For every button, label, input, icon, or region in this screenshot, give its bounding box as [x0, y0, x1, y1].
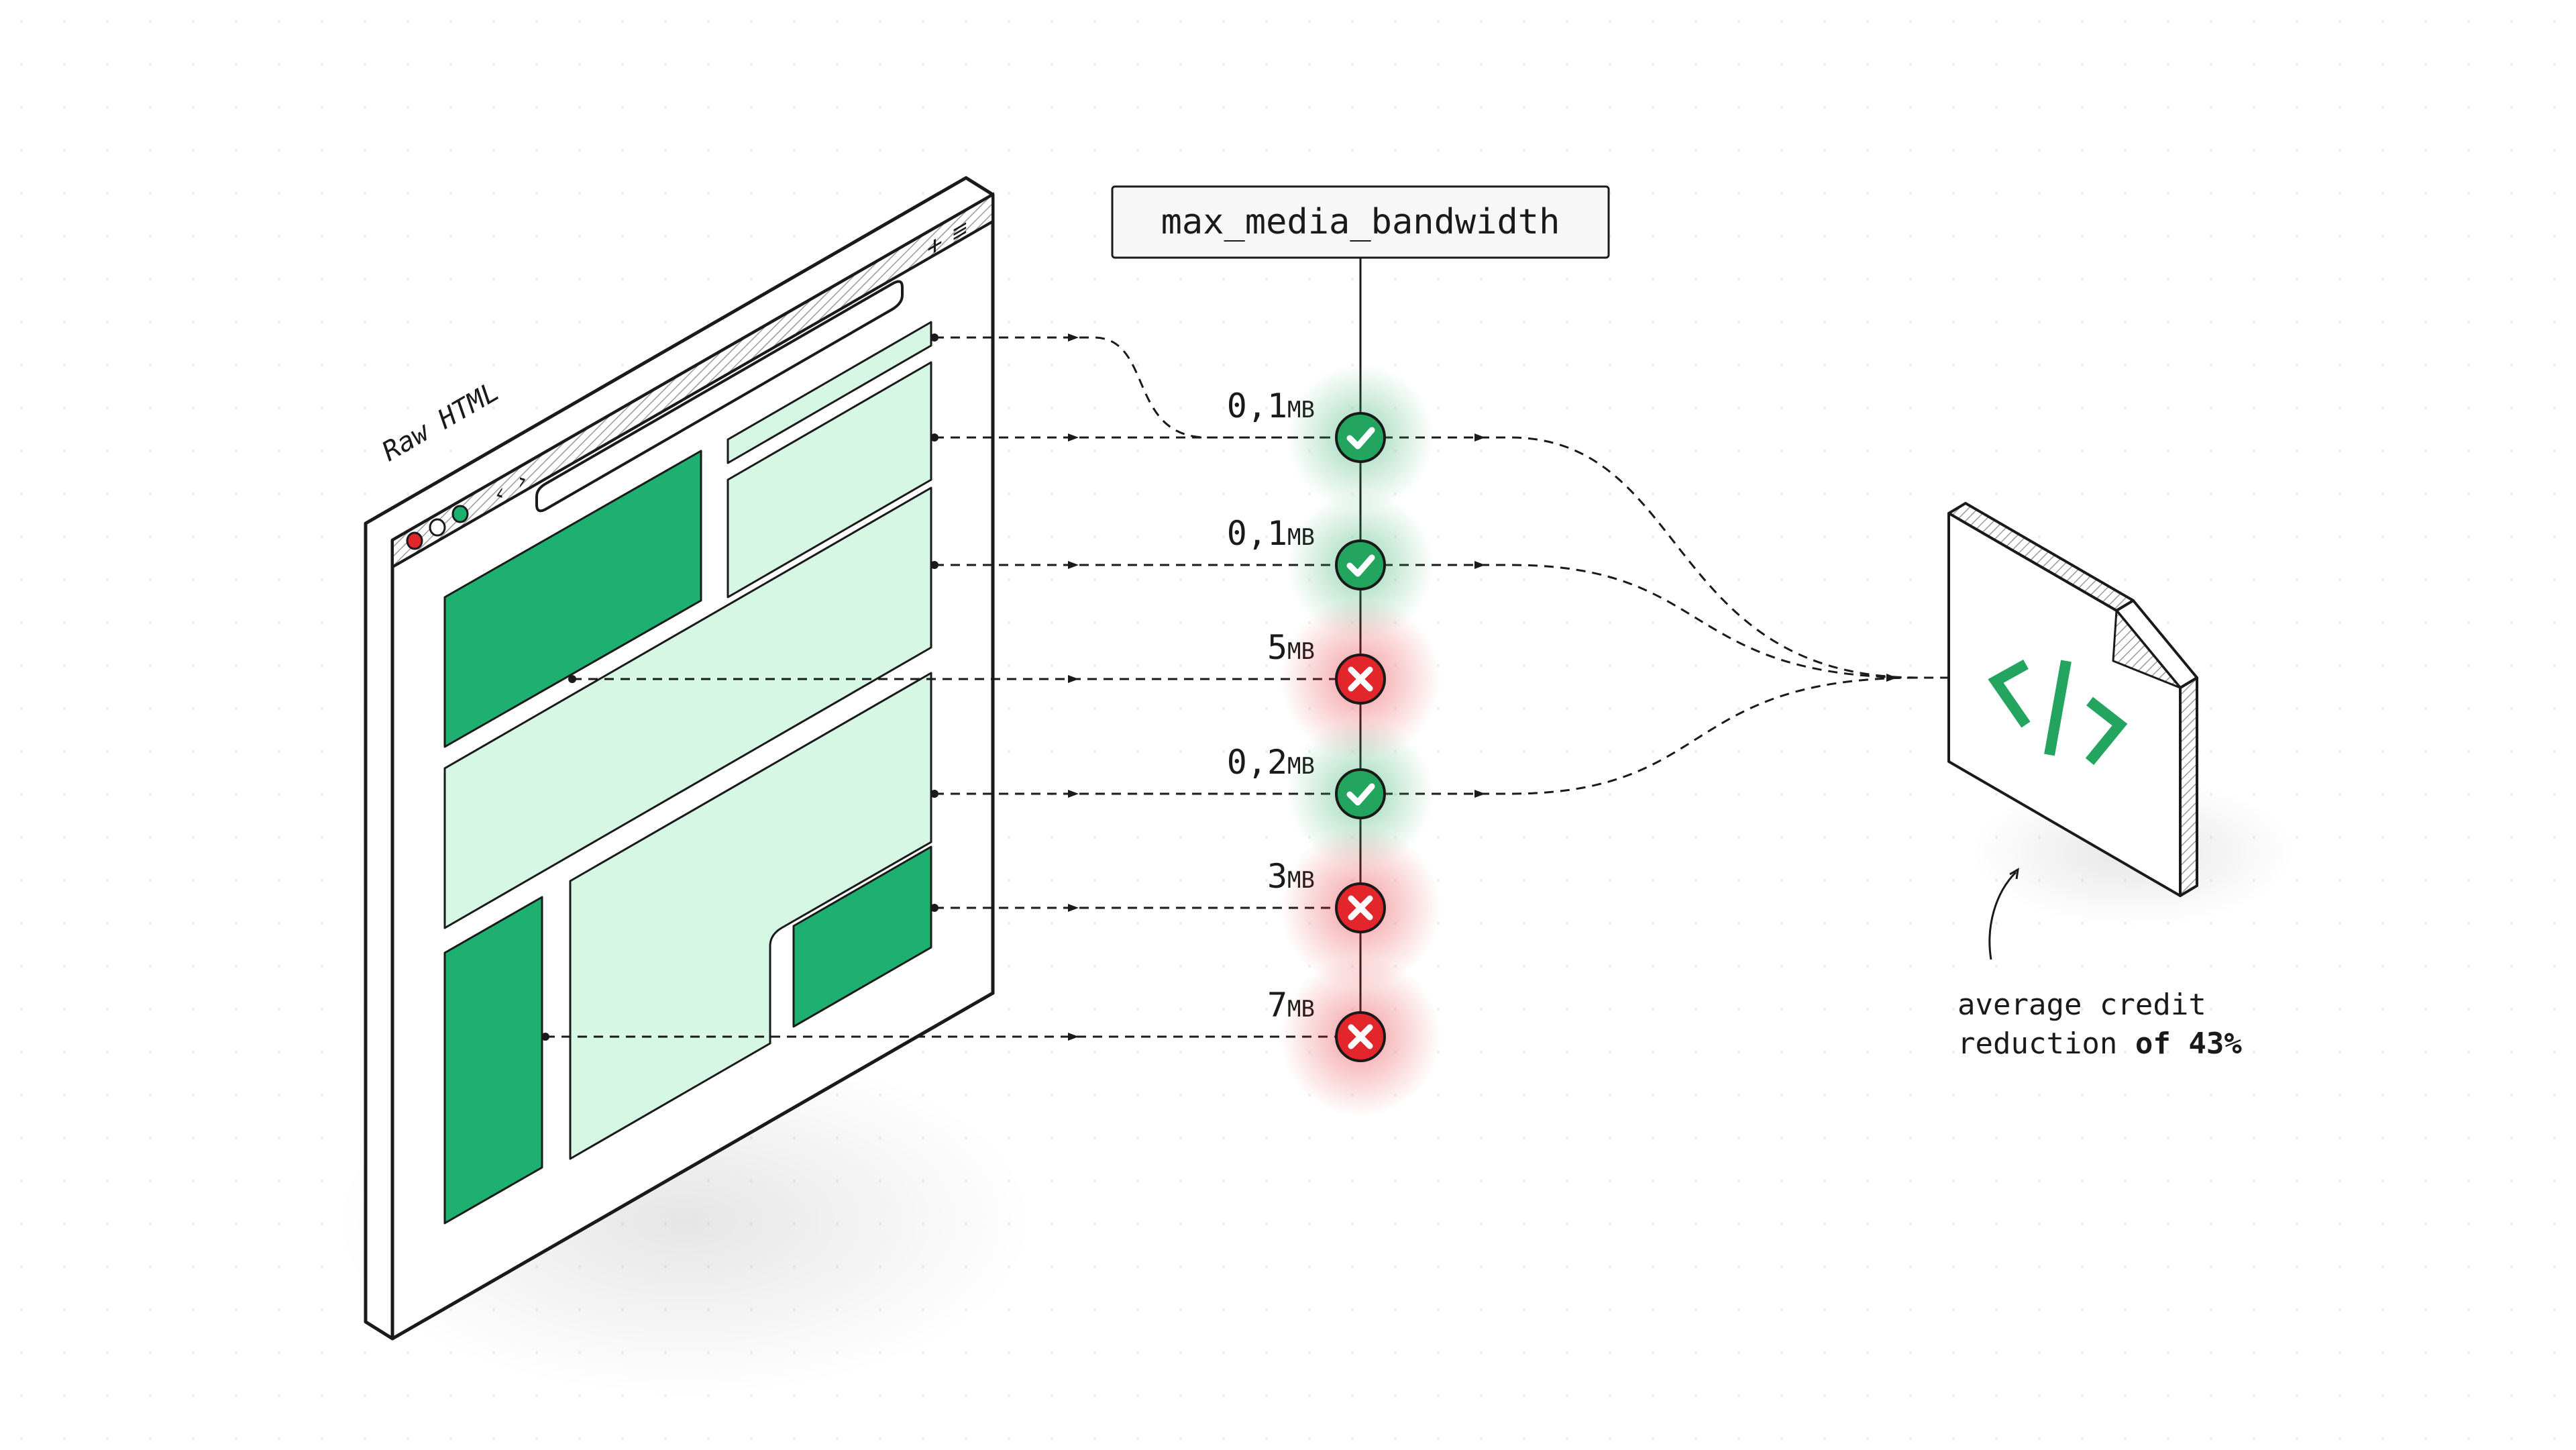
- source-dot-2: [930, 433, 938, 442]
- forward-arrow-icon[interactable]: ›: [515, 463, 529, 498]
- arrow-4: [1068, 675, 1079, 683]
- address-bar[interactable]: [535, 280, 904, 513]
- cross-badge-icon: [1335, 654, 1386, 705]
- close-dot-icon[interactable]: [406, 531, 423, 550]
- new-tab-icon[interactable]: +: [927, 226, 943, 265]
- maximize-dot-icon[interactable]: [451, 505, 469, 523]
- file-right-edge: [2179, 676, 2198, 897]
- check-badge-icon: [1335, 768, 1386, 819]
- arrow-9: [1474, 561, 1485, 569]
- source-dot-6: [930, 904, 938, 912]
- code-file-icon: [1947, 502, 2198, 897]
- page-block-top-right: [727, 361, 932, 599]
- menu-icon[interactable]: ≡: [953, 213, 967, 249]
- merge-path-3: [1383, 676, 1919, 795]
- cross-badge-icon: [1335, 1011, 1386, 1062]
- back-arrow-icon[interactable]: ‹: [493, 476, 506, 511]
- arrow-2: [1068, 433, 1079, 442]
- flow-paths: [545, 336, 1949, 1038]
- source-dot-5: [930, 790, 938, 798]
- source-dot-1: [930, 333, 938, 342]
- page-block-wide: [443, 486, 932, 929]
- page-block-top-thin: [727, 321, 932, 464]
- page-block-header-left: [443, 450, 702, 748]
- page-block-thumbnail: [792, 845, 932, 1028]
- source-dot-3: [930, 561, 938, 569]
- page-block-left-column: [443, 896, 543, 1225]
- flow-path-1: [934, 336, 1338, 439]
- arrow-7: [1068, 1033, 1079, 1041]
- flow-arrows: [1068, 333, 1897, 1041]
- merge-path-2: [1383, 564, 1919, 679]
- source-dots: [541, 333, 1956, 1041]
- arrow-5: [1068, 790, 1079, 798]
- parameter-label: max_media_bandwidth: [1161, 202, 1560, 242]
- note-line-1: average credit: [1957, 988, 2206, 1022]
- source-dot-4: [568, 675, 576, 683]
- code-glyph: [1988, 660, 2128, 766]
- callout-arrow-head: [2009, 868, 2019, 880]
- arrow-11: [1886, 674, 1897, 682]
- callout-arrow: [1988, 871, 2017, 960]
- check-badge-icon: [1335, 412, 1386, 463]
- minimize-dot-icon[interactable]: [429, 518, 446, 537]
- note-line-2: reduction of 43%: [1957, 1027, 2242, 1061]
- file-face: [1947, 512, 2182, 897]
- arrow-8: [1474, 433, 1485, 442]
- arrow-6: [1068, 904, 1079, 912]
- merge-path-1: [1383, 436, 1949, 679]
- arrow-10: [1474, 790, 1485, 798]
- cross-badge-icon: [1335, 882, 1386, 933]
- file-dog-ear: [2112, 609, 2182, 689]
- arrow-3: [1068, 561, 1079, 569]
- status-badges: [1280, 364, 1441, 1117]
- arrow-1: [1068, 333, 1079, 342]
- source-dot-7: [541, 1033, 549, 1041]
- check-badge-icon: [1335, 539, 1386, 590]
